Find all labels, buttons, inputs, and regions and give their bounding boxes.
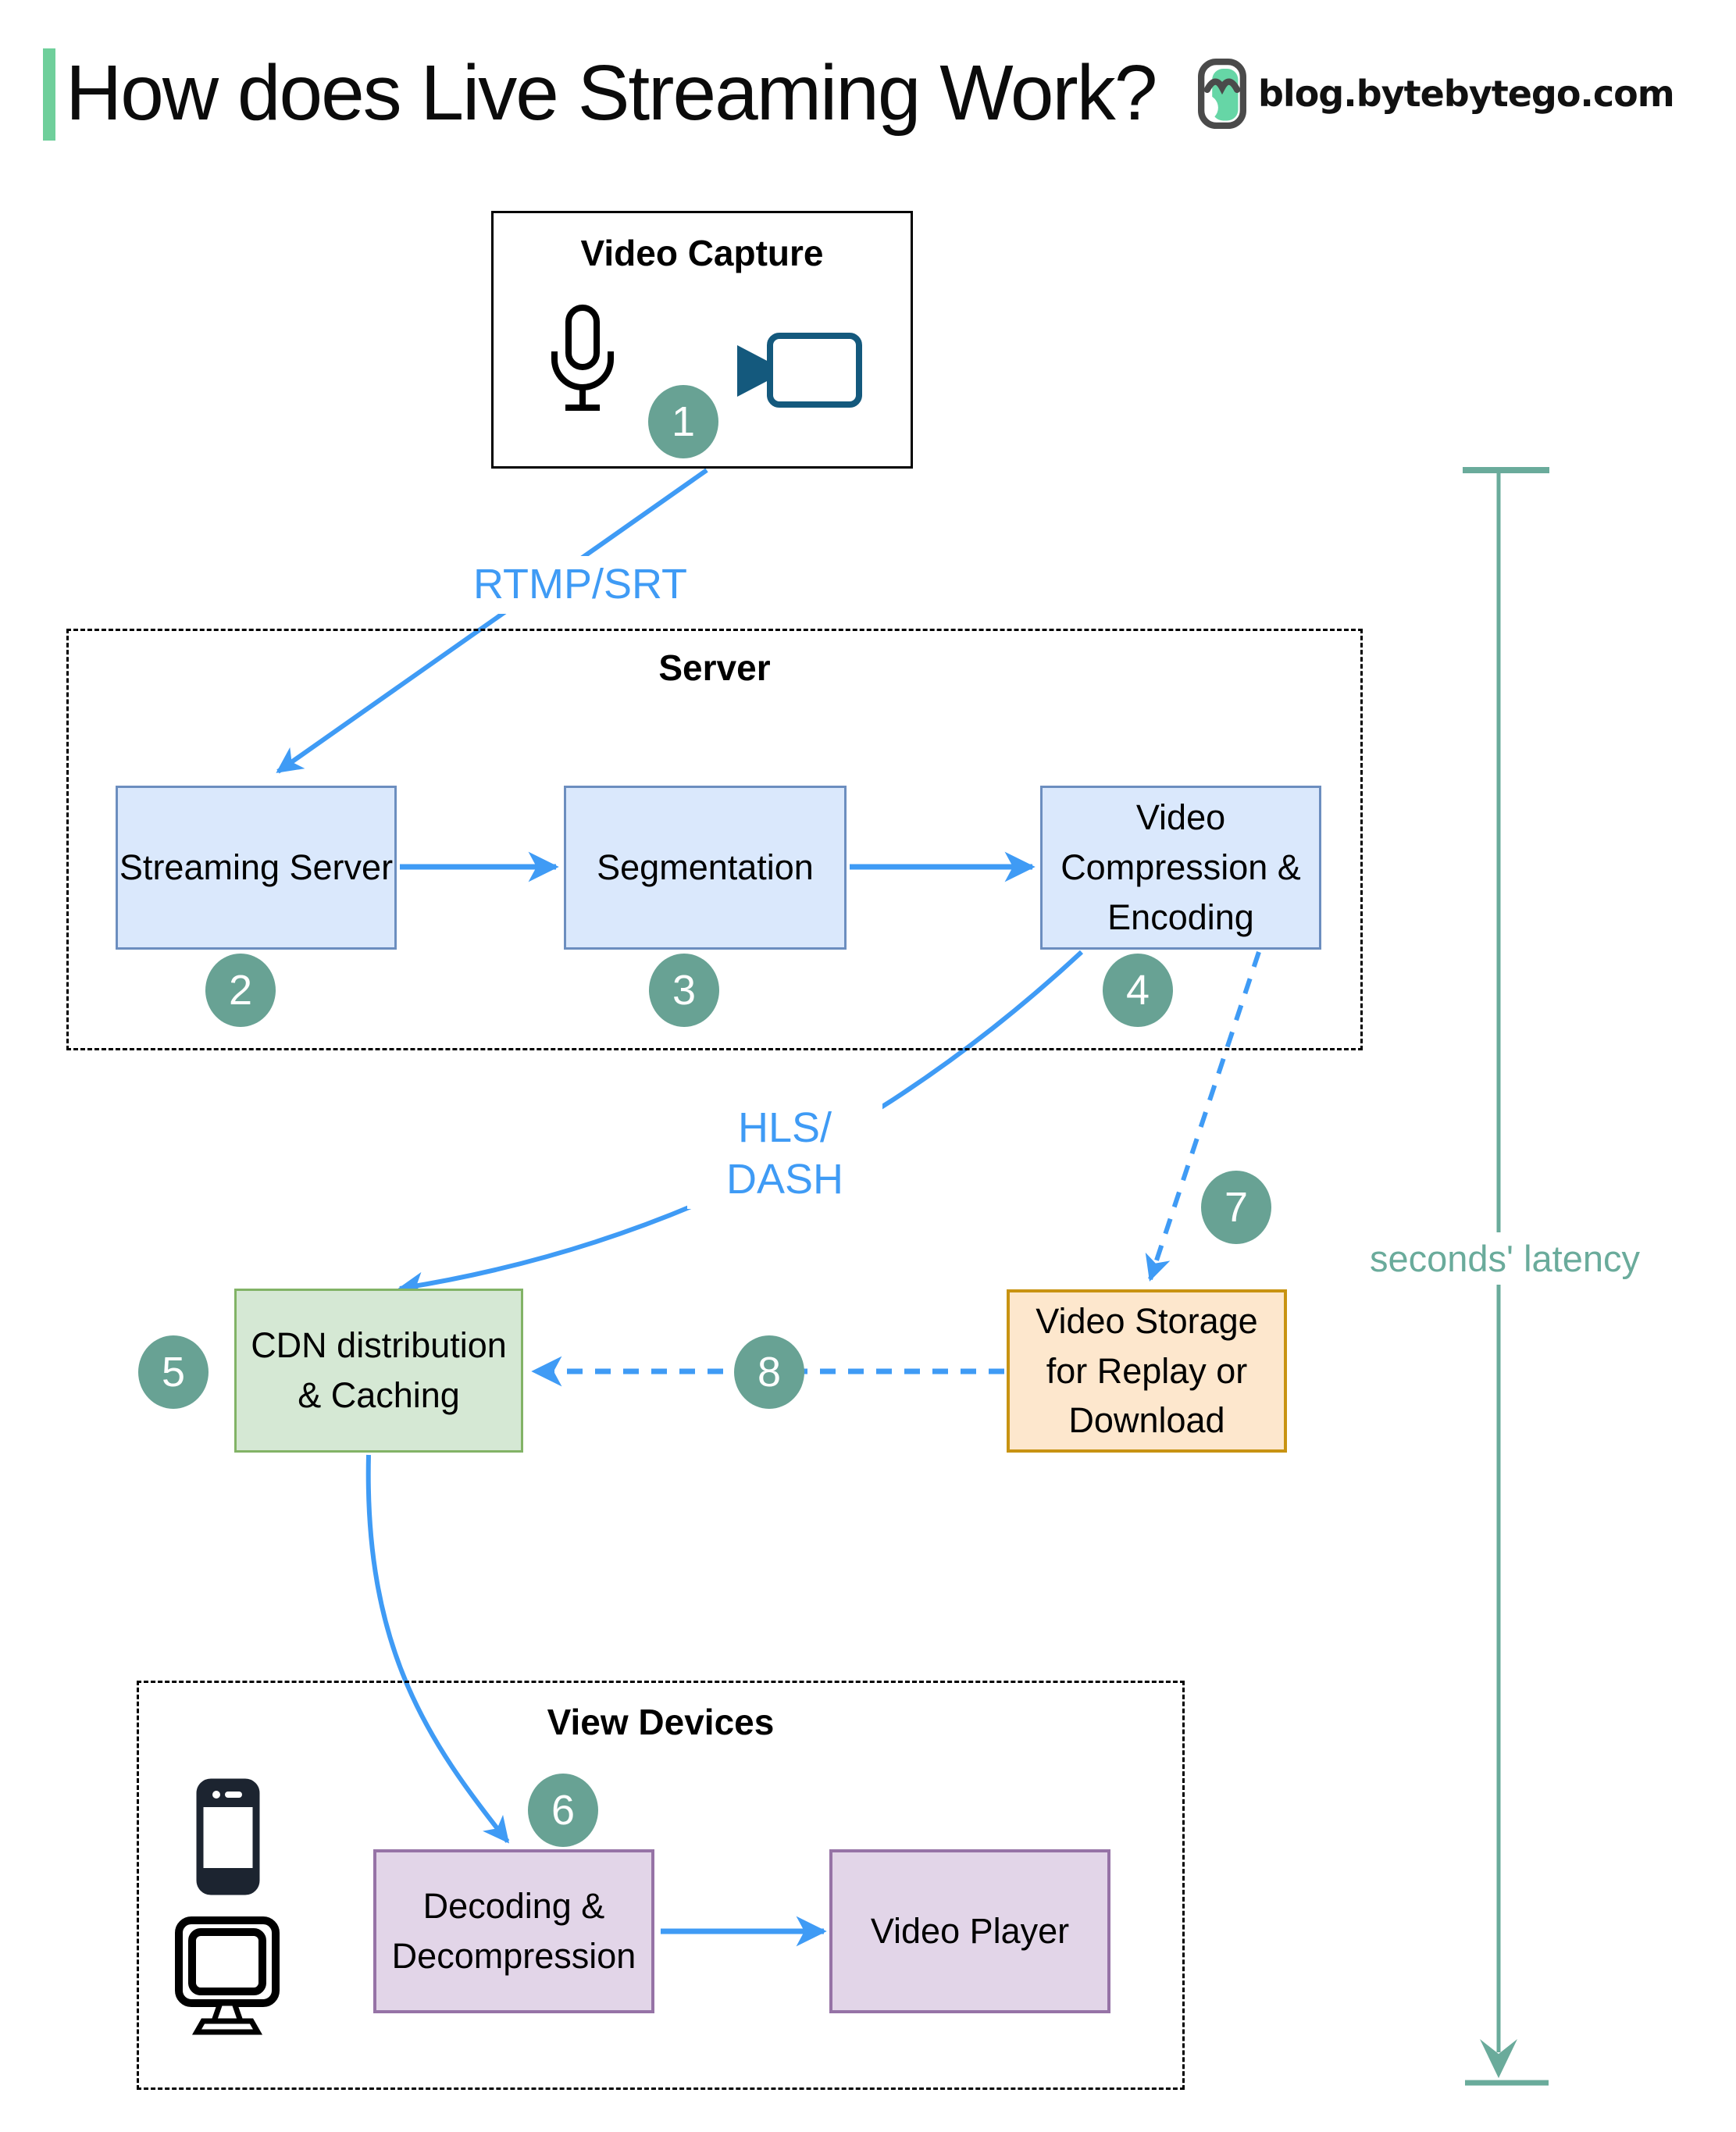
- edge-rtmp: [276, 468, 708, 774]
- step-badge-3: 3: [649, 954, 719, 1027]
- node-cdn: CDN distribution & Caching: [234, 1289, 523, 1453]
- server-group-label: Server: [658, 647, 771, 688]
- video-storage-label: Video Storage for Replay or Download: [1036, 1300, 1258, 1441]
- node-streaming-server: Streaming Server: [116, 786, 397, 950]
- step-badge-5: 5: [138, 1335, 209, 1409]
- segmentation-label: Segmentation: [597, 847, 814, 888]
- view-devices-group-label: View Devices: [547, 1702, 775, 1742]
- page-title: How does Live Streaming Work?: [66, 49, 1157, 137]
- edge-label-dash: DASH: [725, 1155, 844, 1203]
- step-badge-4: 4: [1103, 954, 1173, 1027]
- site-branding: blog.bytebytego.com: [1192, 55, 1675, 133]
- edge-storage-dashed: [1145, 951, 1261, 1282]
- node-video-compression: Video Compression & Encoding: [1040, 786, 1321, 950]
- step-badge-1: 1: [648, 385, 718, 458]
- node-segmentation: Segmentation: [564, 786, 847, 950]
- step-badge-8: 8: [734, 1335, 804, 1409]
- node-video-player: Video Player: [829, 1849, 1110, 2013]
- node-video-storage: Video Storage for Replay or Download: [1007, 1289, 1287, 1453]
- site-url: blog.bytebytego.com: [1258, 73, 1675, 115]
- video-camera-icon: [733, 331, 864, 409]
- cdn-label: CDN distribution & Caching: [251, 1325, 507, 1415]
- step-badge-6: 6: [528, 1774, 598, 1847]
- video-capture-label: Video Capture: [580, 233, 824, 273]
- decoding-label: Decoding & Decompression: [391, 1886, 636, 1976]
- bytebytego-logo: [1192, 58, 1247, 130]
- smartphone-icon: [195, 1777, 261, 1896]
- title-accent-bar: [43, 48, 55, 141]
- video-compression-label: Video Compression & Encoding: [1060, 797, 1301, 937]
- video-player-label: Video Player: [870, 1911, 1070, 1952]
- latency-label: seconds' latency: [1368, 1232, 1642, 1285]
- node-decoding: Decoding & Decompression: [373, 1849, 654, 2013]
- step-badge-7: 7: [1201, 1171, 1271, 1244]
- streaming-server-label: Streaming Server: [119, 847, 394, 888]
- latency-arrowhead: [1480, 2039, 1517, 2078]
- group-view-devices: [137, 1681, 1185, 2090]
- monitor-icon: [172, 1915, 283, 2037]
- step-badge-2: 2: [205, 954, 276, 1027]
- edge-cdn-decoding: [365, 1454, 510, 1844]
- group-server: [66, 629, 1363, 1050]
- microphone-icon: [545, 303, 620, 422]
- edge-label-hls: HLS/: [737, 1104, 832, 1151]
- edge-label-rtmp: RTMP/SRT: [465, 556, 696, 614]
